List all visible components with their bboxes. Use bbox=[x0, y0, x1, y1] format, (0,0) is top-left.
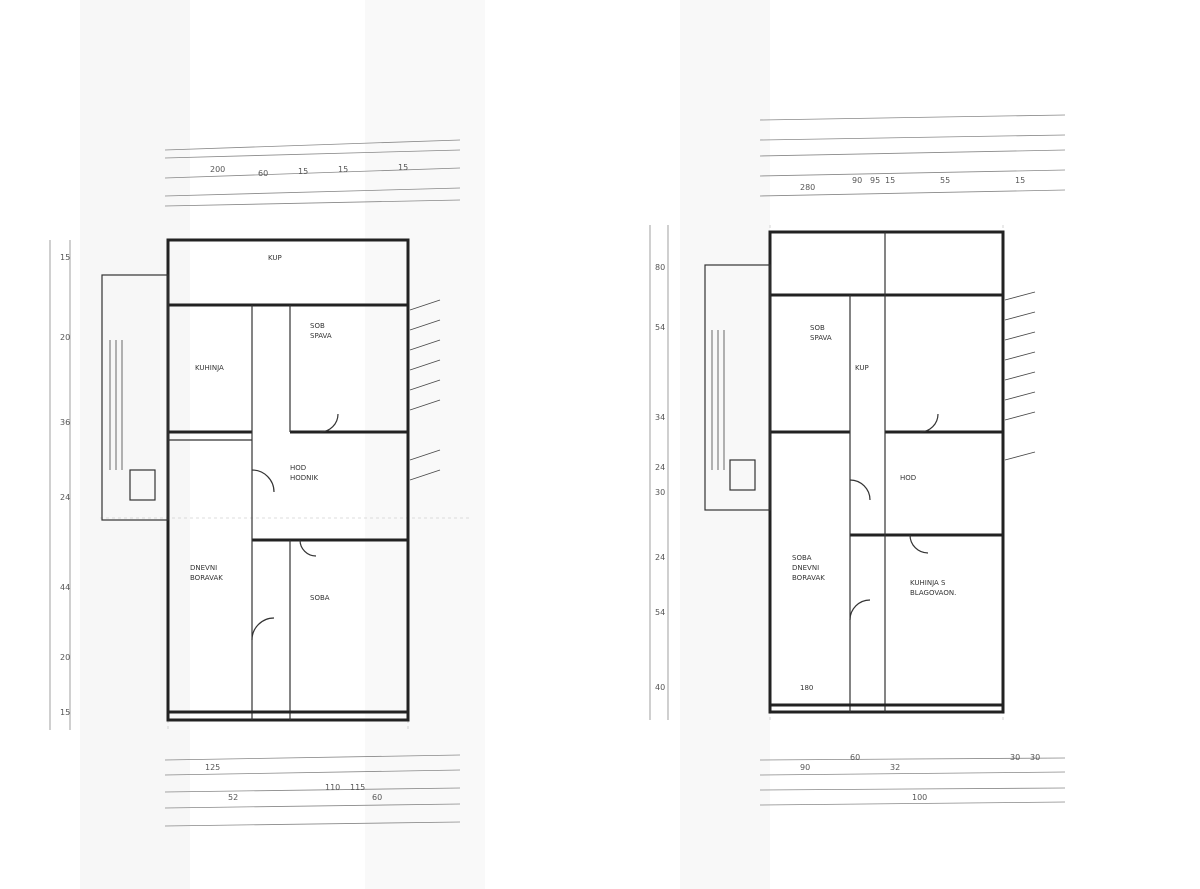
left-side-dim: 20 bbox=[60, 653, 70, 662]
right-bottom-dim: 100 bbox=[912, 793, 927, 802]
room-label: SOBA bbox=[310, 594, 330, 602]
left-bottom-dim: 125 bbox=[205, 763, 220, 772]
left-bottom-dim: 52 bbox=[228, 793, 238, 802]
left-side-dim: 15 bbox=[60, 253, 70, 262]
right-top-dim: 90 bbox=[852, 176, 862, 185]
right-top-dim: 15 bbox=[885, 176, 895, 185]
room-label: BORAVAK bbox=[190, 574, 223, 582]
right-side-dim: 24 bbox=[655, 463, 665, 472]
room-label: BORAVAK bbox=[792, 574, 825, 582]
right-side-dim: 40 bbox=[655, 683, 665, 692]
left-side-dimension-lines bbox=[49, 240, 71, 730]
right-side-dim: 24 bbox=[655, 553, 665, 562]
room-label: KUP bbox=[268, 254, 282, 262]
left-door-swings bbox=[251, 413, 339, 641]
right-top-dim: 280 bbox=[800, 183, 815, 192]
right-side-dim: 30 bbox=[655, 488, 665, 497]
left-side-dim: 44 bbox=[60, 583, 70, 592]
left-side-dimensions: 15 20 36 24 44 20 15 bbox=[60, 253, 70, 717]
left-side-dim: 36 bbox=[60, 418, 70, 427]
room-label: SPAVA bbox=[310, 332, 332, 340]
right-stair-hatching bbox=[1004, 291, 1036, 461]
right-walls bbox=[768, 230, 1005, 714]
right-side-dim: 54 bbox=[655, 323, 665, 332]
right-balcony bbox=[704, 264, 771, 511]
room-label: SOB bbox=[810, 324, 825, 332]
right-bottom-dimensions: 90 60 32 100 30 30 bbox=[800, 753, 1040, 802]
right-side-dimensions: 80 54 34 24 30 24 54 40 bbox=[655, 263, 665, 692]
left-top-dimensions: 200 60 15 15 15 bbox=[210, 163, 408, 178]
left-bottom-dim: 115 bbox=[350, 783, 365, 792]
room-label: SOB bbox=[310, 322, 325, 330]
right-door-swings bbox=[849, 413, 939, 621]
room-label: SOBA bbox=[792, 554, 812, 562]
scan-shading-right bbox=[680, 0, 770, 889]
right-top-dim: 95 bbox=[870, 176, 880, 185]
room-label: 180 bbox=[800, 684, 813, 692]
scan-shading-mid bbox=[365, 0, 485, 889]
left-room-labels: SOB SPAVA HOD HODNIK KUHINJA DNEVNI BORA… bbox=[190, 254, 332, 602]
right-top-dim: 55 bbox=[940, 176, 950, 185]
left-stair-hatching bbox=[409, 299, 441, 481]
right-bottom-dim: 60 bbox=[850, 753, 860, 762]
right-grid-axes bbox=[769, 225, 1004, 720]
room-label: KUHINJA bbox=[195, 364, 224, 372]
right-bottom-dim: 32 bbox=[890, 763, 900, 772]
right-bottom-dimension-lines bbox=[759, 757, 1066, 806]
room-label: HODNIK bbox=[290, 474, 318, 482]
room-label: BLAGOVAON. bbox=[910, 589, 956, 597]
room-label: HOD bbox=[900, 474, 916, 482]
left-side-dim: 20 bbox=[60, 333, 70, 342]
right-floor-plan: 280 90 95 15 55 15 80 54 34 24 30 24 54 … bbox=[649, 114, 1066, 806]
right-bottom-dim: 90 bbox=[800, 763, 810, 772]
left-floor-plan: 200 60 15 15 15 15 20 36 24 44 20 15 bbox=[49, 139, 470, 827]
left-top-dimension-lines bbox=[164, 139, 461, 207]
right-bottom-dim: 30 bbox=[1010, 753, 1020, 762]
right-side-dim: 54 bbox=[655, 608, 665, 617]
left-top-dim: 200 bbox=[210, 165, 225, 174]
left-top-dim: 15 bbox=[298, 167, 308, 176]
left-side-dim: 15 bbox=[60, 708, 70, 717]
room-label: DNEVNI bbox=[190, 564, 217, 572]
room-label: DNEVNI bbox=[792, 564, 819, 572]
room-label: KUHINJA S bbox=[910, 579, 946, 587]
right-side-dim: 80 bbox=[655, 263, 665, 272]
left-bottom-dim: 60 bbox=[372, 793, 382, 802]
left-top-dim: 60 bbox=[258, 169, 268, 178]
left-bottom-dimensions: 125 52 110 115 60 bbox=[205, 763, 382, 802]
left-bottom-dimension-lines bbox=[164, 754, 461, 827]
left-bottom-dim: 110 bbox=[325, 783, 340, 792]
left-top-dim: 15 bbox=[398, 163, 408, 172]
right-bottom-dim: 30 bbox=[1030, 753, 1040, 762]
left-side-dim: 24 bbox=[60, 493, 70, 502]
left-top-dim: 15 bbox=[338, 165, 348, 174]
left-walls bbox=[166, 238, 410, 722]
room-label: SPAVA bbox=[810, 334, 832, 342]
room-label: KUP bbox=[855, 364, 869, 372]
right-top-dimension-lines bbox=[759, 114, 1066, 197]
right-top-dimensions: 280 90 95 15 55 15 bbox=[800, 176, 1025, 192]
scan-shading-left bbox=[80, 0, 190, 889]
right-top-dim: 15 bbox=[1015, 176, 1025, 185]
left-balcony bbox=[101, 274, 169, 521]
right-side-dimension-lines bbox=[649, 225, 669, 720]
room-label: HOD bbox=[290, 464, 306, 472]
right-room-labels: SOB SPAVA KUP HOD SOBA DNEVNI BORAVAK KU… bbox=[792, 324, 956, 692]
right-side-dim: 34 bbox=[655, 413, 665, 422]
